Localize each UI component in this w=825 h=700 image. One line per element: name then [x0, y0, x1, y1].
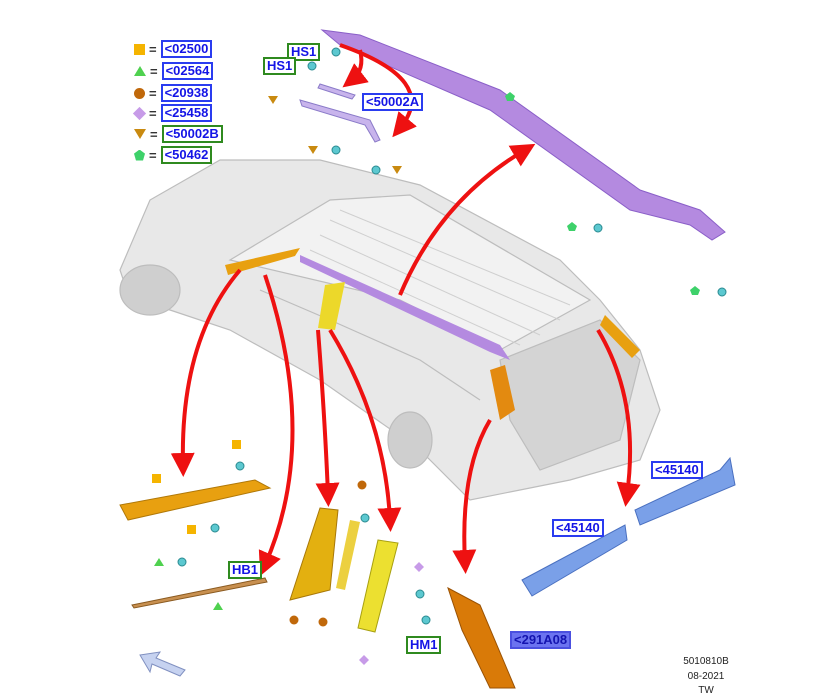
- pillar-d-trim-right: [600, 315, 640, 358]
- view-direction-arrow-icon: [139, 651, 186, 677]
- legend-label[interactable]: <02564: [161, 62, 214, 80]
- c-pillar-trim: [357, 539, 399, 633]
- callout-hs1[interactable]: HS1: [263, 57, 297, 75]
- illustrator-initials: TW: [698, 685, 714, 696]
- pillar-d-trim: [490, 365, 515, 420]
- b-pillar-trim-upper: [289, 507, 339, 601]
- legend-label[interactable]: <25458: [160, 104, 213, 122]
- pillar-a-trim: [225, 248, 300, 275]
- legend-label[interactable]: <50002B: [161, 125, 223, 143]
- red-arrows: [170, 43, 641, 576]
- callout-50002a[interactable]: <50002A: [362, 93, 424, 111]
- vehicle-body: [119, 159, 661, 501]
- sill-panel-lower: [521, 524, 628, 597]
- legend-label[interactable]: <20938: [160, 84, 213, 102]
- legend-item-20938: = <20938: [134, 84, 213, 102]
- roof-rail-bracket: [317, 83, 356, 100]
- equals-sign: =: [149, 147, 157, 163]
- callout-hs1[interactable]: HS1: [287, 43, 321, 61]
- callout-hb1[interactable]: HB1: [228, 561, 263, 579]
- triangle-icon: [134, 66, 146, 76]
- sill-panel-upper: [634, 456, 736, 526]
- callout-45140[interactable]: <45140: [651, 461, 703, 479]
- equals-sign: =: [150, 126, 158, 142]
- legend-label[interactable]: <02500: [160, 40, 213, 58]
- circle-icon: [134, 87, 145, 99]
- legend-item-02564: = <02564: [134, 62, 214, 80]
- pentagon-icon: [134, 149, 145, 161]
- d-pillar-trim-part: [447, 586, 516, 689]
- equals-sign: =: [149, 41, 157, 57]
- fastener-symbols: [152, 92, 700, 665]
- callout-45140[interactable]: <45140: [552, 519, 604, 537]
- equals-sign: =: [150, 63, 158, 79]
- a-pillar-trim-part: [119, 479, 272, 521]
- lower-molding-strip: [131, 577, 268, 609]
- equals-sign: =: [149, 105, 157, 121]
- square-icon: [134, 43, 145, 55]
- roof-slats: [309, 209, 571, 346]
- pillar-b-trim: [318, 282, 345, 330]
- fastener-clips: [177, 47, 727, 625]
- callout-291a08[interactable]: <291A08: [510, 631, 572, 649]
- illustration-code: 5010810B: [683, 656, 729, 667]
- b-pillar-trim-inner: [336, 520, 360, 590]
- equals-sign: =: [149, 85, 157, 101]
- legend-item-50462: = <50462: [134, 146, 213, 164]
- illustration-date: 08-2021: [687, 671, 725, 682]
- legend-item-02500: = <02500: [134, 40, 213, 58]
- roof-molding-strip: [299, 99, 381, 143]
- roof-rail: [320, 29, 726, 241]
- diamond-icon: [132, 106, 147, 120]
- legend-label[interactable]: <50462: [160, 146, 213, 164]
- legend-item-25458: = <25458: [132, 104, 213, 122]
- triangle-down-icon: [134, 129, 146, 139]
- callout-hm1[interactable]: HM1: [406, 636, 442, 654]
- roof-purple-edge: [300, 255, 510, 360]
- legend-item-50002b: = <50002B: [134, 125, 223, 143]
